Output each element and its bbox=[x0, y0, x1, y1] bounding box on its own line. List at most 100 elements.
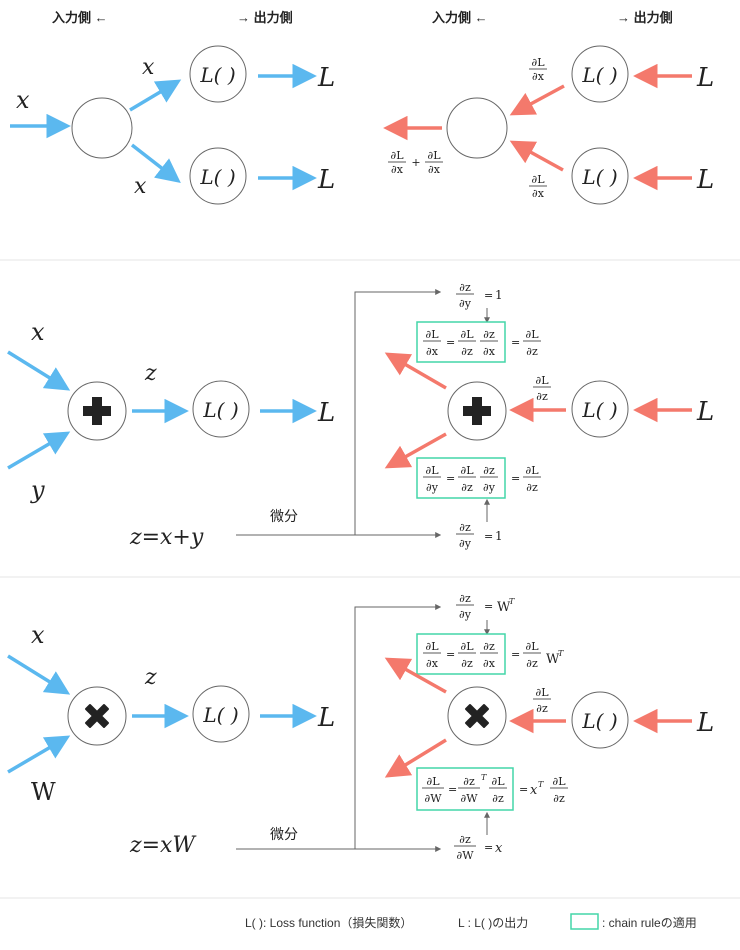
backward-arrow bbox=[384, 352, 447, 390]
branch-x-bottom: x bbox=[134, 174, 147, 199]
branch-node bbox=[71, 97, 133, 159]
svg-text:∂L: ∂L bbox=[553, 775, 567, 788]
legend-chain-box bbox=[570, 913, 599, 930]
loss-output-label: L bbox=[696, 708, 714, 738]
backward-arrow bbox=[384, 738, 447, 778]
legend-loss-out: L : L( )の出力 bbox=[458, 916, 528, 930]
chain-rule-x: ∂L ∂x = ∂L ∂z ∂z ∂x = ∂L ∂z bbox=[423, 328, 541, 358]
svg-text:=: = bbox=[511, 336, 520, 349]
svg-text:T: T bbox=[558, 649, 564, 658]
z-label: z bbox=[144, 665, 157, 690]
svg-text:∂L: ∂L bbox=[532, 173, 546, 186]
svg-text:∂L: ∂L bbox=[532, 56, 546, 69]
svg-text:=: = bbox=[511, 648, 520, 661]
loss-node bbox=[192, 685, 250, 743]
svg-text:∂z: ∂z bbox=[459, 833, 471, 846]
svg-text:∂W: ∂W bbox=[461, 792, 479, 805]
svg-text:=: = bbox=[446, 472, 455, 485]
chain-rule-box bbox=[416, 457, 506, 499]
upstream-grad: ∂L ∂z bbox=[533, 374, 551, 403]
svg-text:∂L: ∂L bbox=[492, 775, 506, 788]
forward-arrow bbox=[129, 79, 182, 112]
svg-text:∂z: ∂z bbox=[536, 390, 548, 403]
loss-node bbox=[189, 45, 247, 103]
svg-text:∂x: ∂x bbox=[391, 163, 404, 176]
svg-text:T: T bbox=[538, 780, 544, 789]
svg-text:∂z: ∂z bbox=[483, 328, 495, 341]
loss-node bbox=[571, 45, 629, 103]
chain-rule-box bbox=[416, 321, 506, 363]
svg-text:T: T bbox=[509, 597, 515, 606]
header-right-output: → 出力側 bbox=[617, 10, 673, 25]
loss-output-label: L bbox=[696, 165, 714, 195]
svg-text:∂z: ∂z bbox=[463, 775, 475, 788]
svg-text:=: = bbox=[448, 783, 457, 796]
svg-text:∂z: ∂z bbox=[526, 345, 538, 358]
loss-node bbox=[571, 691, 629, 749]
svg-text:∂x: ∂x bbox=[483, 345, 496, 358]
legend-loss-fn: L( ): Loss function（損失関数） bbox=[245, 915, 412, 930]
svg-text:∂L: ∂L bbox=[526, 464, 540, 477]
svg-text:=: = bbox=[484, 530, 493, 543]
svg-text:∂z: ∂z bbox=[526, 481, 538, 494]
branch-node bbox=[446, 97, 508, 159]
svg-text:∂W: ∂W bbox=[425, 792, 443, 805]
svg-text:∂z: ∂z bbox=[459, 521, 471, 534]
loss-fn-label: L( ) bbox=[581, 165, 617, 189]
grad-sum: ∂L ∂x + ∂L ∂x bbox=[388, 149, 443, 176]
loss-fn-label: L( ) bbox=[581, 63, 617, 87]
svg-text:=: = bbox=[446, 336, 455, 349]
svg-text:∂z: ∂z bbox=[483, 464, 495, 477]
header-left-input: 入力側 ← bbox=[52, 10, 108, 25]
input-x-label: x bbox=[16, 86, 30, 114]
forward-arrow bbox=[7, 654, 71, 695]
svg-text:∂x: ∂x bbox=[426, 657, 439, 670]
svg-text:∂z: ∂z bbox=[492, 792, 504, 805]
header-right-input: 入力側 ← bbox=[432, 10, 488, 25]
add-equation: z=x+y bbox=[129, 525, 204, 550]
svg-text:∂L: ∂L bbox=[461, 328, 475, 341]
svg-text:∂L: ∂L bbox=[428, 149, 442, 162]
forward-arrow bbox=[7, 431, 71, 470]
loss-output-label: L bbox=[317, 63, 335, 93]
plus-icon bbox=[83, 397, 111, 425]
svg-text:=: = bbox=[484, 841, 493, 854]
grad-dL-dx-bottom: ∂L ∂x bbox=[529, 173, 547, 200]
chain-rule-box bbox=[416, 767, 514, 811]
plus-icon bbox=[463, 397, 491, 425]
svg-text:∂L: ∂L bbox=[391, 149, 405, 162]
loss-fn-label: L( ) bbox=[581, 709, 617, 733]
upstream-grad: ∂L ∂z bbox=[533, 686, 551, 715]
chain-rule-box bbox=[416, 633, 506, 675]
backward-arrow bbox=[384, 432, 447, 469]
svg-text:∂z: ∂z bbox=[536, 702, 548, 715]
svg-text:∂L: ∂L bbox=[461, 640, 475, 653]
chain-rule-w: ∂L ∂W = ∂z ∂W T ∂L ∂z = x T ∂L ∂z bbox=[422, 773, 568, 805]
diff-label: 微分 bbox=[270, 508, 298, 524]
section-mul: x W z L( ) L z=xW 微分 ∂z ∂y = W T ∂L ∂x = bbox=[7, 592, 714, 862]
svg-text:∂z: ∂z bbox=[461, 657, 473, 670]
svg-text:1: 1 bbox=[495, 288, 503, 302]
loss-node bbox=[192, 380, 250, 438]
svg-text:∂z: ∂z bbox=[483, 640, 495, 653]
loss-node bbox=[571, 380, 629, 438]
local-grad-top: ∂z ∂y = W T bbox=[456, 592, 515, 621]
loss-node bbox=[571, 147, 629, 205]
svg-text:=: = bbox=[484, 600, 493, 613]
times-icon bbox=[85, 704, 109, 728]
loss-output-label: L bbox=[696, 63, 714, 93]
mul-equation: z=xW bbox=[129, 833, 197, 858]
svg-text:∂z: ∂z bbox=[461, 481, 473, 494]
svg-text:=: = bbox=[446, 648, 455, 661]
svg-text:=: = bbox=[484, 289, 493, 302]
svg-text:1: 1 bbox=[495, 529, 503, 543]
svg-text:∂y: ∂y bbox=[459, 297, 472, 310]
input-y-label: y bbox=[30, 476, 45, 504]
loss-output-label: L bbox=[317, 398, 335, 428]
svg-text:∂L: ∂L bbox=[536, 686, 550, 699]
svg-text:∂L: ∂L bbox=[426, 328, 440, 341]
svg-text:∂L: ∂L bbox=[426, 640, 440, 653]
diff-label: 微分 bbox=[270, 826, 298, 842]
svg-text:∂x: ∂x bbox=[532, 187, 545, 200]
svg-text:∂y: ∂y bbox=[483, 481, 496, 494]
